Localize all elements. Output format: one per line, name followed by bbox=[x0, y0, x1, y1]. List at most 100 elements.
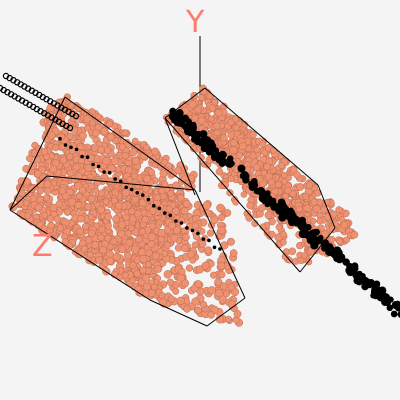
left-box-particles bbox=[8, 93, 244, 327]
particle bbox=[62, 192, 70, 200]
wireframe-edge bbox=[317, 184, 336, 229]
chain-bead bbox=[58, 136, 62, 141]
particle bbox=[183, 305, 191, 313]
particle bbox=[252, 163, 261, 172]
particle bbox=[215, 289, 224, 298]
dark-particle bbox=[203, 144, 211, 151]
particle bbox=[97, 145, 105, 154]
chain-bead bbox=[91, 162, 95, 167]
particle bbox=[122, 129, 129, 136]
particle bbox=[295, 205, 303, 213]
particle bbox=[167, 190, 175, 197]
particle bbox=[118, 245, 127, 254]
particle bbox=[166, 278, 174, 286]
particle bbox=[163, 270, 172, 279]
dark-particle bbox=[190, 121, 197, 129]
particle bbox=[185, 264, 194, 272]
dark-particle bbox=[310, 235, 317, 242]
particle bbox=[139, 255, 148, 264]
particle bbox=[217, 213, 226, 222]
particle bbox=[114, 166, 122, 173]
chain-bead bbox=[141, 193, 145, 197]
particle bbox=[301, 252, 308, 259]
particle bbox=[321, 230, 329, 238]
particle bbox=[82, 115, 91, 124]
dark-particle bbox=[317, 235, 324, 242]
particle bbox=[223, 209, 232, 217]
particle bbox=[98, 225, 106, 233]
particle bbox=[46, 215, 55, 223]
particle bbox=[77, 215, 85, 223]
chain-bead bbox=[185, 226, 189, 230]
particle bbox=[167, 295, 176, 303]
particle bbox=[151, 147, 160, 156]
dark-particle bbox=[288, 209, 296, 217]
chain-bead bbox=[152, 203, 156, 208]
dark-particle bbox=[363, 278, 369, 284]
particle bbox=[159, 169, 168, 178]
particle bbox=[215, 168, 224, 176]
particle bbox=[95, 113, 102, 120]
particle bbox=[227, 175, 235, 183]
particle bbox=[207, 115, 215, 123]
particle bbox=[186, 250, 195, 259]
chain-bead bbox=[201, 237, 206, 241]
particle bbox=[302, 192, 309, 200]
particle bbox=[112, 252, 121, 261]
chain-bead bbox=[135, 191, 139, 195]
particle bbox=[78, 186, 86, 194]
particle bbox=[104, 213, 112, 221]
particle bbox=[278, 162, 286, 170]
particle bbox=[288, 247, 297, 256]
y-axis-label: Y bbox=[186, 5, 205, 40]
particle bbox=[112, 215, 121, 224]
particle bbox=[145, 261, 152, 269]
particle bbox=[74, 104, 83, 112]
particle bbox=[135, 235, 143, 243]
particle bbox=[190, 144, 198, 153]
particle bbox=[92, 128, 100, 137]
dark-particle bbox=[356, 270, 363, 277]
particle bbox=[106, 133, 115, 141]
particle bbox=[224, 315, 232, 323]
dark-particle bbox=[338, 253, 346, 261]
particle bbox=[213, 122, 221, 130]
chain-bead bbox=[179, 221, 184, 225]
particle bbox=[227, 300, 236, 309]
particle bbox=[343, 236, 351, 244]
particle bbox=[180, 244, 189, 253]
chain-bead bbox=[157, 206, 162, 211]
particle bbox=[165, 205, 173, 213]
particle bbox=[176, 194, 185, 202]
particle bbox=[296, 183, 305, 191]
particle bbox=[148, 207, 157, 215]
right-box-wireframe bbox=[164, 87, 336, 273]
particle bbox=[43, 187, 52, 195]
wireframe-edge bbox=[164, 117, 196, 196]
particle bbox=[293, 171, 301, 179]
particle bbox=[105, 250, 114, 259]
particle bbox=[198, 94, 205, 101]
chain-bead bbox=[218, 247, 222, 251]
particle bbox=[259, 140, 267, 148]
particle bbox=[267, 178, 276, 186]
particle bbox=[182, 233, 190, 242]
chain-bead bbox=[96, 164, 101, 169]
particle bbox=[133, 209, 142, 218]
particle bbox=[27, 185, 36, 193]
particle bbox=[154, 265, 163, 273]
particle bbox=[328, 235, 336, 243]
particle bbox=[194, 106, 202, 114]
particle bbox=[158, 298, 168, 307]
particle bbox=[191, 114, 199, 122]
particle bbox=[130, 245, 140, 254]
particle bbox=[279, 238, 287, 246]
particle bbox=[213, 129, 221, 137]
chain-bead bbox=[146, 197, 151, 202]
chain-bead bbox=[196, 231, 200, 236]
particle bbox=[197, 154, 205, 162]
particle bbox=[297, 257, 305, 264]
chain-bead bbox=[190, 228, 195, 233]
